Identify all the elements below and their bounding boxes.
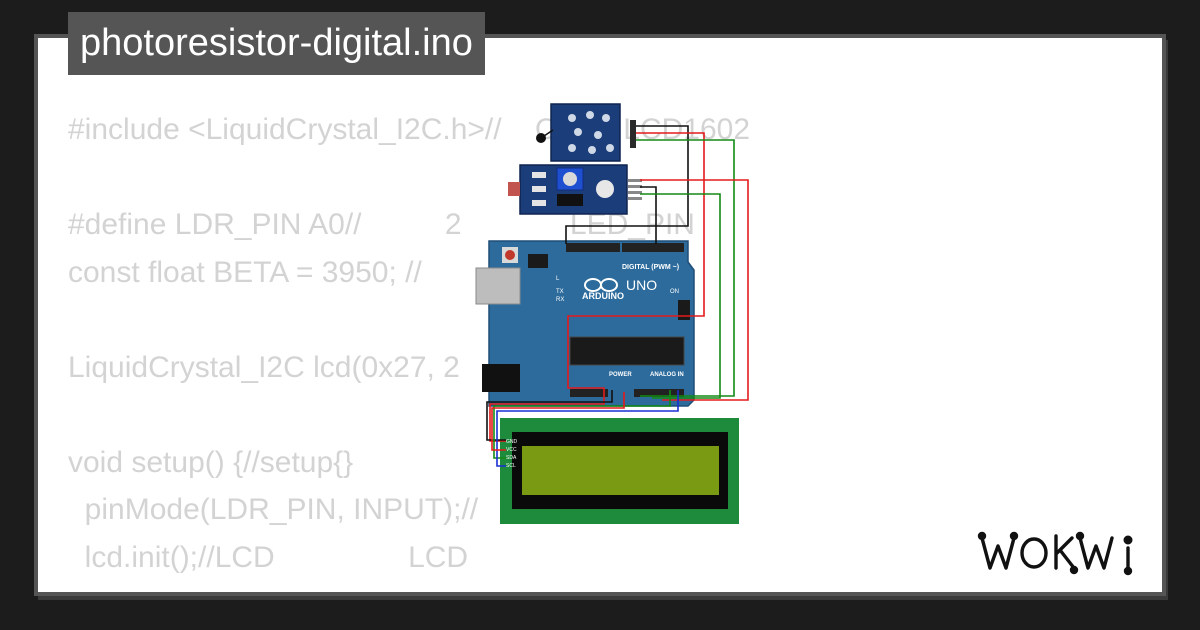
l-label: L bbox=[556, 276, 560, 282]
arduino-logo bbox=[584, 278, 618, 292]
usb-port bbox=[475, 267, 521, 305]
lcd-pin-sda: SDA bbox=[506, 455, 517, 461]
digital-header-right bbox=[622, 243, 684, 252]
lcd-pin-gnd: GND bbox=[506, 439, 518, 445]
icsp-header bbox=[678, 300, 690, 320]
code-line: pinMode(LDR_PIN, INPUT);// bbox=[68, 493, 479, 526]
wokwi-logo bbox=[977, 531, 1133, 576]
project-title: photoresistor-digital.ino bbox=[68, 12, 485, 75]
arduino-brand: ARDUINO bbox=[582, 291, 624, 301]
digital-header-left bbox=[566, 243, 620, 252]
code-preview: #include <LiquidCrystal_I2C.h>// C LCD16… bbox=[68, 106, 751, 592]
code-line: lcd.backlight();// bbox=[68, 581, 750, 592]
analog-header bbox=[634, 389, 684, 397]
atmega-chip bbox=[569, 336, 685, 366]
digital-label: DIGITAL (PWM ~) bbox=[622, 264, 679, 271]
ntc-temperature-sensor-module[interactable] bbox=[536, 103, 636, 162]
photoresistor-module[interactable] bbox=[508, 164, 642, 215]
board-model: UNO bbox=[626, 277, 657, 293]
code-line: const float BETA = 3950; // bbox=[68, 255, 422, 289]
tx-label: TX bbox=[556, 289, 564, 295]
wires bbox=[486, 125, 749, 467]
lcd-pin-scl: SCL bbox=[506, 463, 516, 469]
analog-label: ANALOG IN bbox=[650, 372, 684, 378]
lcd-pin-vcc: VCC bbox=[506, 447, 517, 453]
power-label: POWER bbox=[609, 372, 632, 378]
lcd1602-display[interactable]: GND VCC SDA SCL bbox=[500, 418, 739, 524]
code-line: lcd.init();//LCD LCD bbox=[68, 540, 469, 574]
code-line: #include <LiquidCrystal_I2C.h>// C LCD16… bbox=[68, 113, 751, 146]
power-header bbox=[570, 389, 608, 397]
power-jack bbox=[482, 364, 520, 392]
code-line: void setup() {//setup{} bbox=[68, 445, 354, 479]
on-label: ON bbox=[670, 289, 679, 295]
rx-label: RX bbox=[556, 297, 564, 303]
arduino-uno-board[interactable]: DIGITAL (PWM ~) ARDUINO UNO TX RX ON L P… bbox=[475, 240, 695, 407]
lcd-screen bbox=[522, 446, 719, 495]
